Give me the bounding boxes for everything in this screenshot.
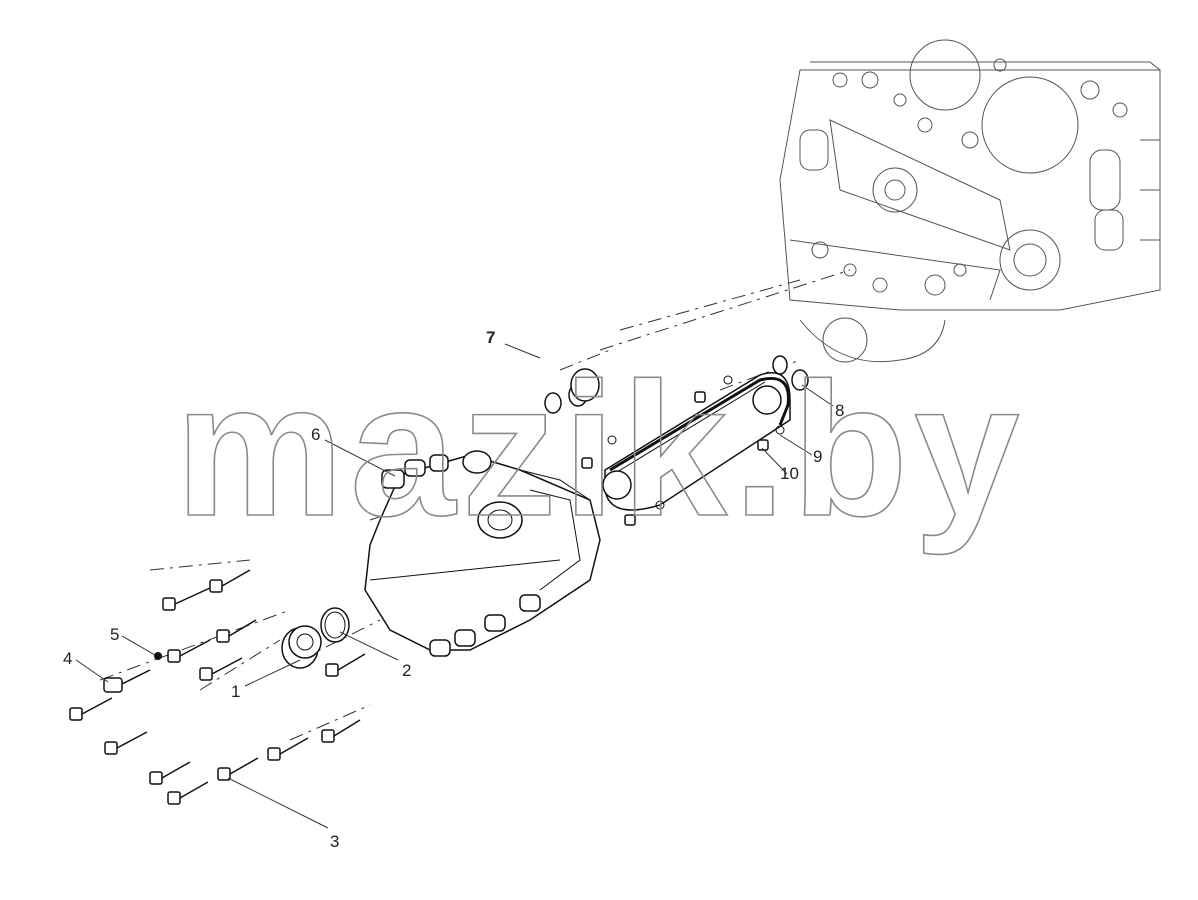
- cooler-gasket: [609, 377, 790, 472]
- callout-1: 1: [231, 682, 240, 701]
- callout-3: 3: [330, 832, 339, 851]
- callout-8: 8: [835, 401, 844, 420]
- bolt: [209, 569, 251, 593]
- bolt: [162, 587, 211, 611]
- cooler-screws: [581, 391, 769, 526]
- bolt: [267, 737, 309, 761]
- leader-lines: [75, 343, 834, 829]
- bolt: [149, 761, 191, 785]
- bolt: [325, 653, 366, 677]
- callout-2: 2: [402, 661, 411, 680]
- bolt: [199, 657, 243, 681]
- callout-4: 4: [63, 649, 72, 668]
- callout-10: 10: [780, 464, 799, 483]
- callout-7: 7: [486, 328, 495, 347]
- oil-cooler-element: [602, 372, 791, 511]
- callout-5: 5: [110, 625, 119, 644]
- bolt: [167, 781, 209, 805]
- watermark: mazik.by: [175, 344, 1026, 556]
- temperature-sensor: [103, 669, 151, 693]
- filler-plug: [281, 625, 322, 669]
- bolt: [321, 719, 361, 743]
- callout-labels: 1 2 3 4 5 6 7 8 9 10: [63, 328, 844, 851]
- bolt: [167, 639, 211, 663]
- oil-cooler-housing: [364, 450, 601, 657]
- callout-9: 9: [813, 447, 822, 466]
- callout-6: 6: [311, 425, 320, 444]
- engine-block: [779, 39, 1161, 363]
- sensor-washer: [154, 652, 162, 660]
- bolt: [104, 731, 148, 755]
- housing-bolts: [69, 569, 366, 805]
- bolt: [217, 757, 259, 781]
- bolt: [69, 697, 113, 721]
- bolt: [216, 619, 257, 643]
